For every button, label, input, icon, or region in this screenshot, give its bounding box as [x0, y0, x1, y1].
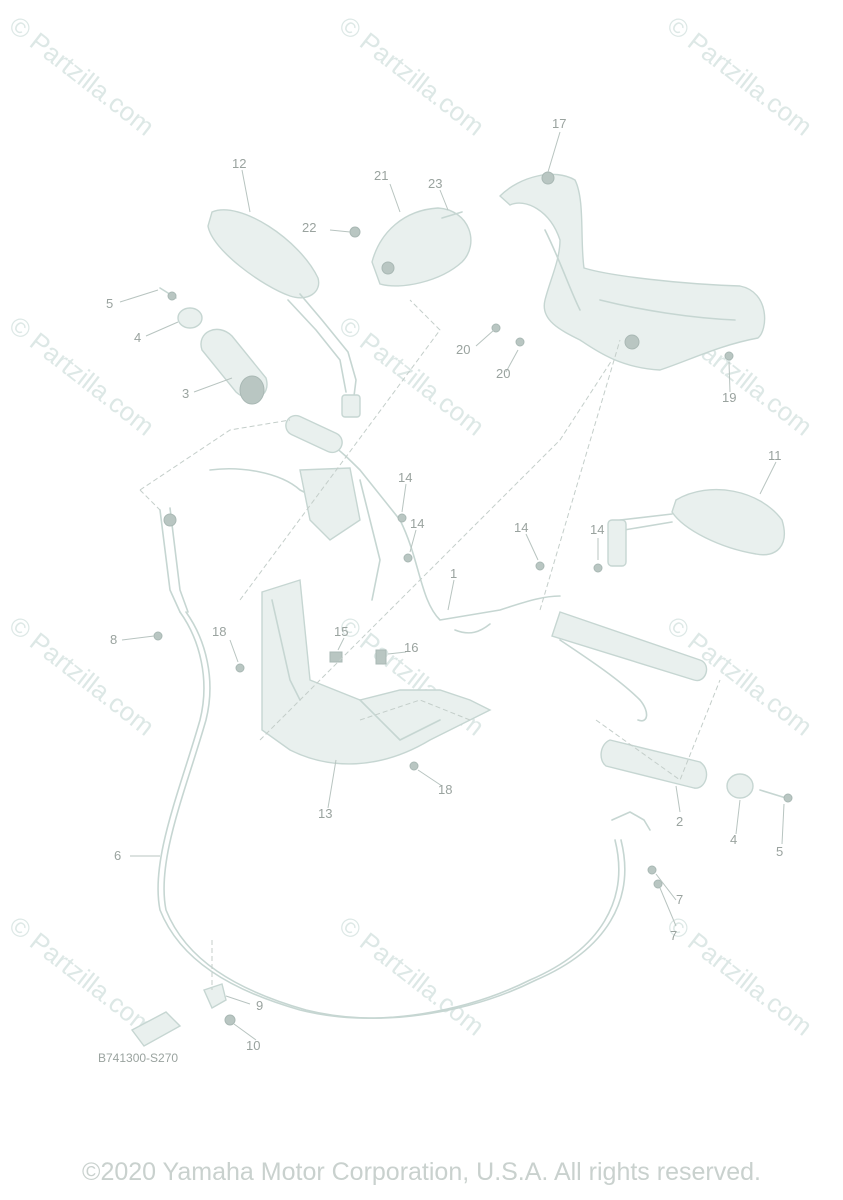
diagram-code: B741300-S270 — [98, 1051, 178, 1065]
callout-1: 1 — [450, 566, 457, 581]
left-mirror — [207, 209, 361, 418]
callout-4b: 4 — [730, 832, 737, 847]
callout-13: 13 — [318, 806, 332, 821]
callout-22: 22 — [302, 220, 316, 235]
callout-7b: 7 — [670, 928, 677, 943]
brake-levers — [209, 467, 648, 722]
callout-23: 23 — [428, 176, 442, 191]
callout-18a: 18 — [212, 624, 226, 639]
callout-16: 16 — [404, 640, 418, 655]
handlebar — [285, 414, 708, 682]
callout-5: 5 — [106, 296, 113, 311]
callout-14b: 14 — [410, 516, 424, 531]
callout-20a: 20 — [456, 342, 470, 357]
top-cover — [349, 207, 472, 287]
callout-5b: 5 — [776, 844, 783, 859]
callout-21: 21 — [374, 168, 388, 183]
callout-2: 2 — [676, 814, 683, 829]
screws — [153, 513, 663, 889]
callout-19: 19 — [722, 390, 736, 405]
callout-6: 6 — [114, 848, 121, 863]
callout-18b: 18 — [438, 782, 452, 797]
callout-11: 11 — [768, 448, 782, 463]
callout-4: 4 — [134, 330, 141, 345]
leader-lines — [119, 131, 785, 1041]
callout-14d: 14 — [590, 522, 604, 537]
callout-7: 7 — [676, 892, 683, 907]
callout-14c: 14 — [514, 520, 528, 535]
left-grip-assembly — [159, 287, 268, 405]
callout-numbers: 1 2 3 4 5 6 7 7 8 9 10 11 12 13 14 14 14… — [106, 116, 783, 1053]
callout-10: 10 — [246, 1038, 260, 1053]
callout-15: 15 — [334, 624, 348, 639]
callout-9: 9 — [256, 998, 263, 1013]
callout-14a: 14 — [398, 470, 412, 485]
callout-17: 17 — [552, 116, 566, 131]
callout-20b: 20 — [496, 366, 510, 381]
callout-3: 3 — [182, 386, 189, 401]
cable-clamp — [130, 983, 236, 1047]
throttle-cable — [157, 507, 651, 1019]
assembly-guides — [139, 299, 721, 990]
copyright-notice: ©2020 Yamaha Motor Corporation, U.S.A. A… — [82, 1158, 761, 1186]
right-grip-assembly — [600, 739, 793, 803]
callout-12: 12 — [232, 156, 246, 171]
upper-cowl — [498, 171, 766, 371]
lower-cover — [261, 579, 492, 765]
right-mirror — [607, 488, 785, 567]
cowl-fasteners — [491, 323, 734, 361]
callout-8: 8 — [110, 632, 117, 647]
